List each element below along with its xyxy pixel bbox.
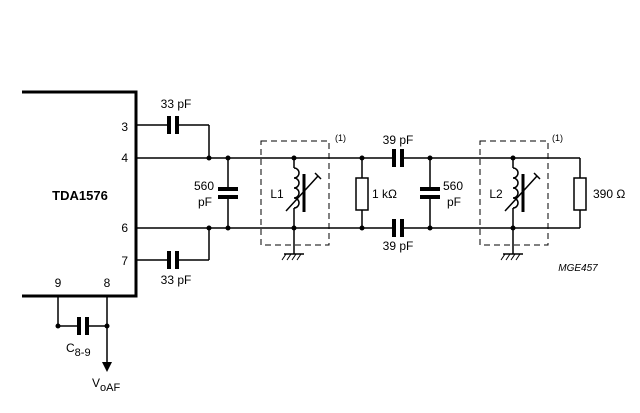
capacitor-c8-9 bbox=[77, 317, 89, 335]
output-arrow bbox=[102, 362, 112, 372]
pin-7-label: 7 bbox=[121, 254, 128, 268]
l1-shield-box bbox=[260, 140, 330, 246]
pin-4-label: 4 bbox=[121, 151, 128, 165]
pin-8-label: 8 bbox=[104, 276, 111, 290]
note-1-l2: (1) bbox=[552, 133, 563, 143]
label-c-560a-unit: pF bbox=[198, 195, 212, 209]
ground-l2 bbox=[500, 253, 523, 261]
label-c8-9: C8-9 bbox=[66, 341, 91, 359]
resistor-1k bbox=[355, 177, 369, 211]
label-c-560b-unit: pF bbox=[447, 195, 461, 209]
label-c-39pf-top: 39 pF bbox=[383, 133, 414, 147]
capacitor-560pf-b bbox=[420, 187, 440, 199]
label-c-560b-value: 560 bbox=[443, 179, 463, 193]
pin-9-label: 9 bbox=[55, 276, 62, 290]
label-c-33pf-bottom: 33 pF bbox=[161, 273, 192, 287]
label-c-33pf-top: 33 pF bbox=[161, 97, 192, 111]
inductor-l1 bbox=[285, 158, 322, 254]
inductor-l2 bbox=[504, 158, 541, 254]
l2-shield-box bbox=[479, 140, 549, 246]
figure-code: MGE457 bbox=[558, 263, 598, 274]
capacitor-33pf-top bbox=[167, 116, 179, 134]
label-l2: L2 bbox=[489, 187, 503, 201]
pin-3-label: 3 bbox=[121, 120, 128, 134]
junction-dots bbox=[55, 155, 516, 329]
resistor-390 bbox=[573, 177, 587, 211]
label-c-560a-value: 560 bbox=[194, 179, 214, 193]
capacitor-33pf-bottom bbox=[167, 251, 179, 269]
label-voaf: VoAF bbox=[92, 376, 120, 394]
pin-6-label: 6 bbox=[121, 221, 128, 235]
capacitor-560pf-a bbox=[218, 187, 238, 199]
label-l1: L1 bbox=[270, 187, 284, 201]
capacitor-39pf-top bbox=[392, 149, 404, 167]
ground-l1 bbox=[281, 253, 304, 261]
label-c-39pf-bottom: 39 pF bbox=[383, 239, 414, 253]
ic-name: TDA1576 bbox=[52, 188, 108, 203]
label-r-1k: 1 kΩ bbox=[372, 187, 397, 201]
ic-body bbox=[22, 90, 138, 298]
label-r-390: 390 Ω bbox=[593, 187, 625, 201]
note-1-l1: (1) bbox=[335, 133, 346, 143]
capacitor-39pf-bottom bbox=[392, 219, 404, 237]
